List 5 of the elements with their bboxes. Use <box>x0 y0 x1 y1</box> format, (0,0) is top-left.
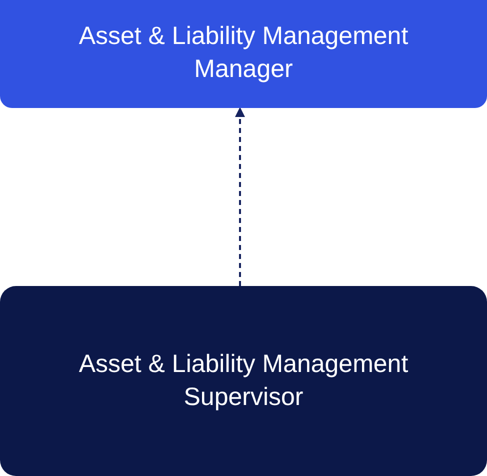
dashed-arrow <box>235 107 245 286</box>
role-title: Asset & Liability Management Manager <box>78 21 410 85</box>
role-box <box>0 286 487 476</box>
role-title: Asset & Liability Management Supervisor <box>78 349 410 413</box>
role-box <box>0 0 487 108</box>
